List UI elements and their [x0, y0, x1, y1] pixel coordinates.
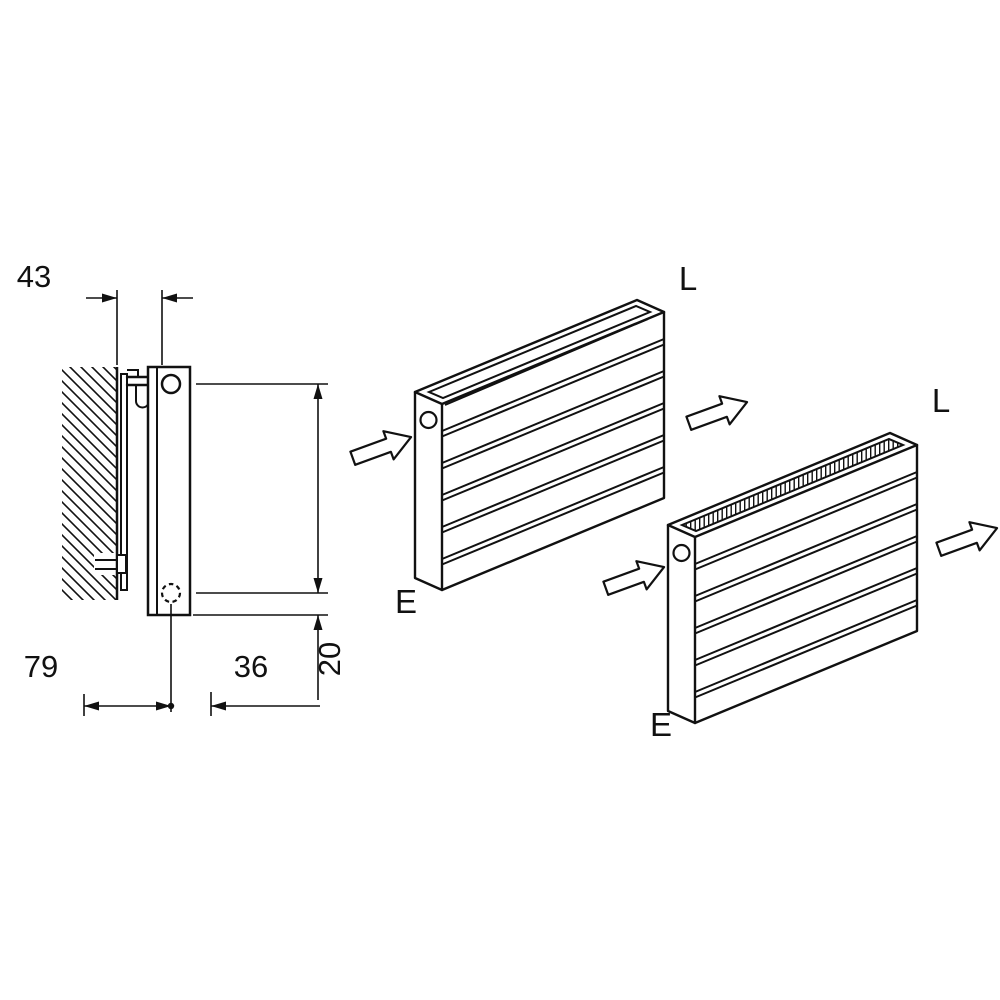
dim-wall-to-pipe-label: 79	[24, 649, 58, 684]
radiator-silhouette	[413, 298, 666, 592]
side-view: 43 79 36 20	[17, 259, 347, 716]
radiator-silhouette	[666, 431, 919, 725]
arrowhead-icon	[211, 701, 226, 711]
arrowhead-icon	[102, 293, 117, 303]
dim-wall-clearance-label: 43	[17, 259, 51, 294]
wall-section	[62, 367, 119, 600]
pipe-connection-hole	[419, 410, 438, 430]
mounting-bracket	[95, 369, 151, 591]
dim-pipe-offset-label: 36	[234, 649, 268, 684]
dimension-wall-to-pipe: 79	[24, 649, 175, 711]
top-opening-rim	[426, 304, 653, 400]
flow-in-arrow-icon	[349, 430, 413, 466]
iso-radiator-2: L E	[602, 382, 999, 743]
arrowhead-icon	[156, 701, 171, 711]
dim-bottom-offset-label: 20	[312, 642, 347, 676]
inlet-label: E	[650, 706, 672, 743]
arrowhead-icon	[313, 384, 323, 399]
pipe-connection-hole	[672, 543, 691, 563]
outlet-label: L	[932, 382, 950, 419]
bracket-arm	[125, 375, 151, 387]
bracket-step	[127, 369, 139, 377]
bottom-pipe-connection	[160, 582, 182, 604]
dimension-pipe-offset: 36	[211, 649, 320, 711]
outlet-label: L	[679, 260, 697, 297]
radiator-body	[146, 365, 192, 617]
top-grille	[679, 437, 906, 533]
arrowhead-icon	[313, 578, 323, 593]
flow-in-arrow-icon	[602, 560, 666, 596]
arrowhead-icon	[84, 701, 99, 711]
flow-out-arrow-icon	[685, 395, 749, 431]
bracket-rail	[120, 373, 128, 591]
anchor-bolt-head	[116, 554, 127, 574]
slat-lines	[694, 471, 918, 699]
iso-radiator-1: L E	[349, 260, 749, 620]
dimension-wall-clearance: 43	[17, 259, 193, 303]
radiator-side-profile	[146, 365, 192, 617]
flow-out-arrow-icon	[935, 521, 999, 557]
anchor-notch	[94, 553, 117, 575]
arrowhead-icon	[162, 293, 177, 303]
top-pipe-connection	[160, 373, 182, 395]
dim-node-dot	[167, 702, 175, 710]
slat-lines	[441, 338, 665, 566]
arrowhead-icon	[313, 615, 323, 630]
inlet-label: E	[395, 583, 417, 620]
extension-lines	[83, 290, 328, 716]
dimension-vertical: 20	[312, 384, 347, 700]
